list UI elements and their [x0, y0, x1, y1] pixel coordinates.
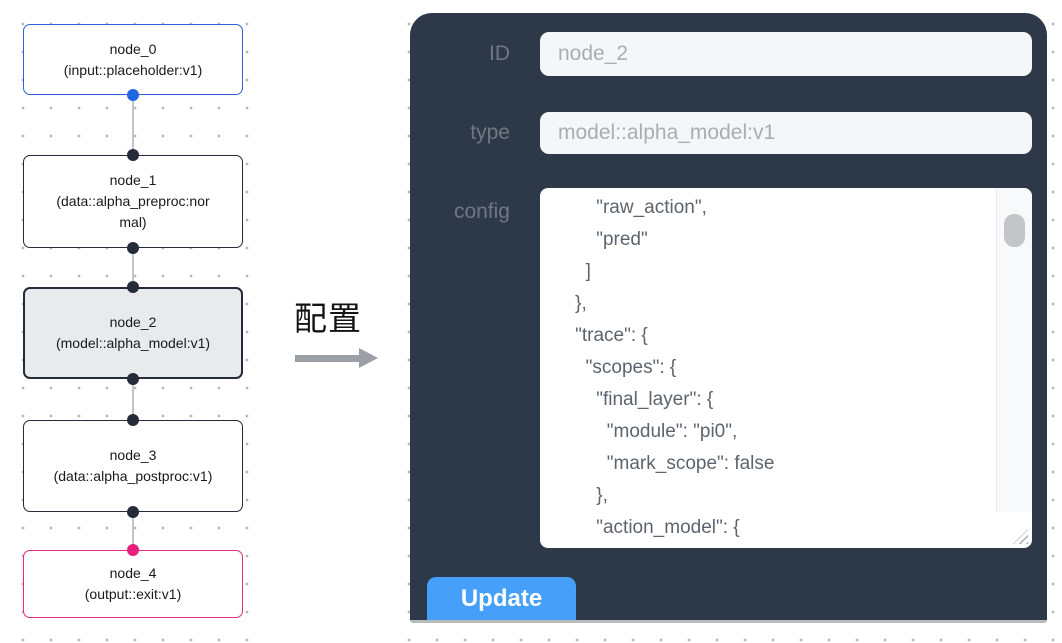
- node-subtitle: (data::alpha_preproc:normal): [56, 193, 210, 230]
- node-title: node_0: [109, 40, 157, 57]
- edge-node3-node4: [132, 512, 134, 550]
- output-port-node_1[interactable]: [127, 242, 139, 254]
- node-config-panel: ID type config "raw_action", "pred" ] },…: [410, 13, 1047, 623]
- type-field-label: type: [470, 121, 510, 144]
- id-input[interactable]: [540, 32, 1032, 76]
- node-subtitle: (input::placeholder:v1): [63, 61, 203, 78]
- type-input[interactable]: [540, 112, 1032, 154]
- input-port-node_1[interactable]: [127, 149, 139, 161]
- arrow-right-icon: [295, 348, 378, 368]
- node-subtitle: (model::alpha_model:v1): [55, 335, 211, 351]
- node-title: node_4: [109, 565, 157, 581]
- pipeline-canvas: node_0 (input::placeholder:v1) node_1 (d…: [0, 0, 280, 643]
- output-port-node_0[interactable]: [127, 89, 139, 101]
- edge-node0-node1: [132, 95, 134, 155]
- edge-node1-node2: [132, 248, 134, 287]
- arrow-head: [359, 348, 378, 368]
- output-port-node_2[interactable]: [127, 373, 139, 385]
- node-subtitle: (output::exit:v1): [84, 586, 182, 602]
- config-editor[interactable]: "raw_action", "pred" ] }, "trace": { "sc…: [540, 188, 1032, 548]
- arrow-shaft: [295, 354, 359, 362]
- annotation-label: 配置: [294, 300, 362, 337]
- input-port-node_3[interactable]: [127, 414, 139, 426]
- canvas-node-node_3[interactable]: node_3 (data::alpha_postproc:v1): [23, 420, 243, 512]
- input-port-node_4[interactable]: [127, 544, 139, 556]
- config-field-label: config: [453, 200, 510, 223]
- canvas-node-node_1[interactable]: node_1 (data::alpha_preproc:normal): [23, 155, 243, 248]
- output-port-node_3[interactable]: [127, 506, 139, 518]
- edge-node2-node3: [132, 379, 134, 420]
- id-field-label: ID: [489, 42, 510, 65]
- config-annotation: 配置: [294, 292, 378, 368]
- input-port-node_2[interactable]: [127, 281, 139, 293]
- node-title: node_3: [109, 447, 157, 463]
- config-scrollbar-track[interactable]: [996, 188, 1032, 512]
- config-json-text[interactable]: "raw_action", "pred" ] }, "trace": { "sc…: [575, 197, 775, 538]
- canvas-node-node_0[interactable]: node_0 (input::placeholder:v1): [23, 24, 243, 95]
- scrollbar-thumb[interactable]: [1004, 214, 1025, 247]
- canvas-node-node_4[interactable]: node_4 (output::exit:v1): [23, 550, 243, 618]
- node-subtitle: (data::alpha_postproc:v1): [53, 468, 213, 484]
- node-title: node_2: [109, 314, 157, 330]
- canvas-node-node_2-selected[interactable]: node_2 (model::alpha_model:v1): [23, 287, 243, 379]
- node-title: node_1: [109, 172, 157, 188]
- update-button[interactable]: Update: [427, 577, 576, 620]
